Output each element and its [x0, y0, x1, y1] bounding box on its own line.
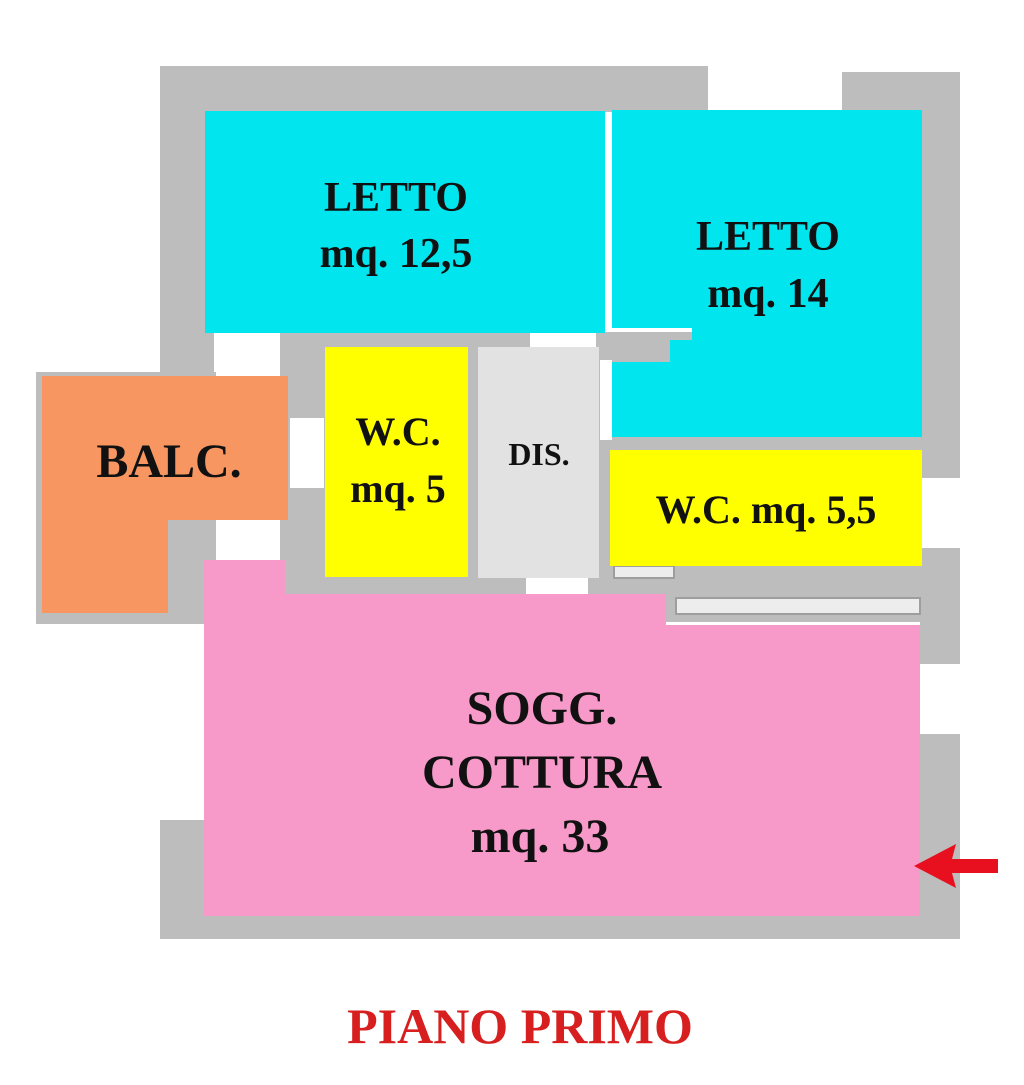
entrance-arrow-shape	[914, 844, 998, 888]
wall-right-bottom	[920, 734, 960, 939]
opening-letto-balcony	[216, 332, 278, 372]
wall-bottom	[160, 914, 960, 939]
room-soggiorno-area: mq. 33	[471, 810, 610, 863]
room-letto-1-name: LETTO	[324, 175, 468, 221]
opening-dis-top	[530, 332, 596, 348]
room-wc-1-name: W.C.	[355, 409, 440, 454]
room-wc-2	[610, 450, 922, 566]
room-letto-2-name: LETTO	[696, 214, 840, 260]
room-wc-1	[325, 347, 468, 577]
room-soggiorno	[204, 560, 920, 916]
room-balcone-name: BALC.	[96, 435, 241, 488]
wall-right-lower	[920, 548, 960, 664]
arrow-left-icon	[914, 844, 998, 888]
window-strip	[675, 597, 921, 615]
wall-top	[160, 66, 708, 112]
room-wc-2-label: W.C. mq. 5,5	[656, 487, 877, 532]
room-wc-1-area: mq. 5	[350, 466, 446, 511]
wall-right-upper	[920, 72, 960, 478]
room-disimpegno-name: DIS.	[508, 436, 569, 472]
room-letto-1	[205, 111, 605, 333]
floor-title: PIANO PRIMO	[347, 998, 693, 1054]
opening-dis-bottom	[526, 578, 588, 594]
opening-balcony-passage	[290, 418, 324, 488]
openings	[216, 332, 612, 594]
room-letto-2-area: mq. 14	[707, 271, 828, 317]
room-letto-2	[612, 110, 922, 437]
opening-dis-right	[600, 360, 612, 440]
opening-balcony-sogg	[216, 520, 278, 560]
wall-left-upper	[160, 66, 206, 236]
door-strip	[613, 565, 675, 579]
room-balcone	[42, 376, 288, 613]
room-soggiorno-line1: SOGG.	[467, 682, 618, 735]
room-soggiorno-line2: COTTURA	[422, 746, 662, 799]
room-disimpegno	[478, 347, 599, 578]
room-letto-1-area: mq. 12,5	[320, 231, 473, 277]
